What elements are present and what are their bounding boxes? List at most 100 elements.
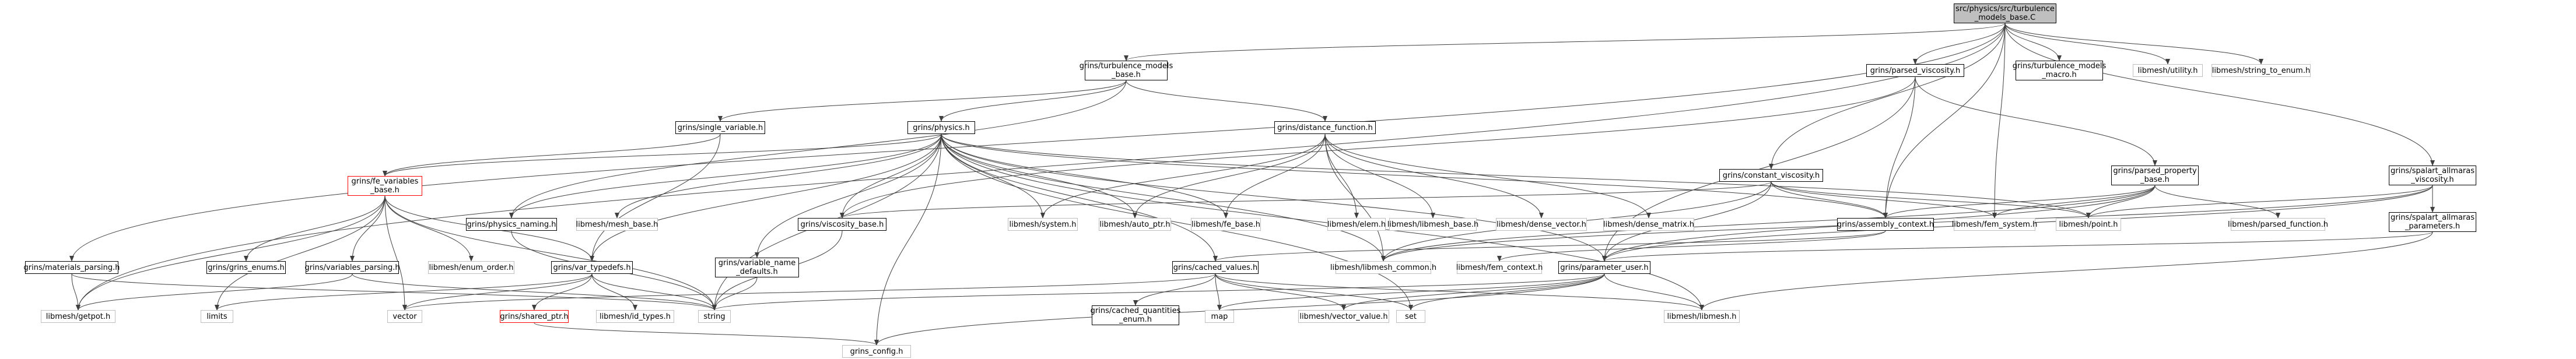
node-libmesh: libmesh/libmesh.h	[1664, 310, 1740, 323]
node-sa-params[interactable]: grins/spalart_allmaras _parameters.h	[2389, 212, 2476, 232]
edge-single-var-to-fe-vars	[383, 133, 721, 177]
edge-const-visc-to-point	[1771, 181, 2091, 219]
edge-mat-parsing-to-string	[71, 273, 717, 311]
edge-root-to-assembly	[1883, 23, 2006, 219]
node-lm-base: libmesh/libmesh_base.h	[1387, 218, 1478, 231]
node-label: grins/variables_parsing.h	[304, 263, 400, 272]
node-dense-mat: libmesh/dense_matrix.h	[1603, 218, 1694, 231]
edge-dist-fn-to-fe-base	[1224, 133, 1326, 219]
edge-physics-to-lm-common	[941, 133, 1386, 262]
edge-param-user-to-set	[1408, 273, 1605, 311]
node-label: libmesh/parsed_function.h	[2227, 220, 2329, 229]
edge-tmb-h-to-dist-fn	[1126, 80, 1327, 122]
node-parsed-visc[interactable]: grins/parsed_viscosity.h	[1866, 64, 1964, 77]
edge-root-to-getpot	[76, 23, 2006, 311]
edge-parsed-prop-to-lm-common	[1381, 185, 2156, 262]
edge-cached-vals-to-vector	[402, 273, 1216, 311]
node-single-var[interactable]: grins/single_variable.h	[675, 121, 765, 134]
edge-physics-to-phys-naming	[509, 133, 942, 219]
node-label: libmesh/getpot.h	[45, 312, 111, 321]
node-elem: libmesh/elem.h	[1327, 218, 1386, 231]
node-const-visc[interactable]: grins/constant_viscosity.h	[1719, 169, 1823, 182]
edge-tmb-h-to-physics	[939, 80, 1127, 122]
node-vars-parsing[interactable]: grins/variables_parsing.h	[304, 261, 400, 274]
edge-physics-to-var-typedefs	[590, 133, 942, 262]
node-cached-enum[interactable]: grins/cached_quantities _enum.h	[1091, 305, 1180, 325]
node-label: libmesh/dense_matrix.h	[1603, 220, 1695, 229]
node-label: vector	[392, 312, 417, 321]
edge-var-typedefs-to-limits	[215, 273, 593, 311]
node-parsed-fn: libmesh/parsed_function.h	[2227, 218, 2329, 231]
node-label: libmesh/fem_context.h	[1456, 263, 1543, 272]
node-physics[interactable]: grins/physics.h	[907, 121, 975, 134]
edge-fe-vars-to-vector	[384, 195, 407, 311]
node-fem-system: libmesh/fem_system.h	[1951, 218, 2038, 231]
node-shared-ptr[interactable]: grins/shared_ptr.h	[500, 310, 569, 323]
node-limits: limits	[201, 310, 233, 323]
edge-physics-to-fe-vars	[383, 133, 942, 177]
node-system: libmesh/system.h	[1008, 218, 1078, 231]
edge-vars-parsing-to-getpot	[76, 273, 353, 311]
edge-fe-vars-to-getpot	[76, 195, 385, 311]
node-visc-base[interactable]: grins/viscosity_base.h	[798, 218, 886, 231]
edge-var-typedefs-to-string	[591, 273, 717, 311]
edge-parsed-prop-to-point	[2086, 185, 2156, 219]
node-label: map	[1211, 312, 1228, 321]
edge-physics-to-visc-base	[840, 133, 942, 219]
node-grins-config: grins_config.h	[842, 345, 911, 358]
node-label: libmesh/fem_system.h	[1951, 220, 2038, 229]
node-mat-parsing[interactable]: grins/materials_parsing.h	[24, 261, 120, 274]
edge-physics-to-libmesh	[941, 133, 1704, 311]
node-label: libmesh/system.h	[1009, 220, 1077, 229]
node-label: grins/parsed_property _base.h	[2113, 167, 2197, 184]
edge-parsed-prop-to-parsed-fn	[2154, 185, 2280, 219]
node-phys-naming[interactable]: grins/physics_naming.h	[466, 218, 557, 231]
node-parsed-prop[interactable]: grins/parsed_property _base.h	[2111, 166, 2199, 185]
edge-param-user-to-libmesh	[1604, 273, 1704, 311]
edge-tmb-h-to-phys-naming	[509, 80, 1127, 219]
node-vector: vector	[387, 310, 422, 323]
node-label: src/physics/src/turbulence _models_base.…	[1955, 5, 2055, 22]
node-getpot: libmesh/getpot.h	[41, 310, 115, 323]
edge-const-visc-to-assembly	[1771, 181, 1888, 219]
edge-fe-vars-to-string	[384, 195, 717, 311]
node-root[interactable]: src/physics/src/turbulence _models_base.…	[1954, 3, 2056, 23]
node-param-user[interactable]: grins/parameter_user.h	[1558, 261, 1650, 274]
node-cached-vals[interactable]: grins/cached_values.h	[1172, 261, 1259, 274]
edge-mat-parsing-to-getpot	[71, 273, 80, 311]
edge-root-to-tm-macro	[2004, 23, 2062, 61]
node-label: grins/variable_name _defaults.h	[718, 259, 796, 276]
node-fe-base: libmesh/fe_base.h	[1191, 218, 1261, 231]
edge-dist-fn-to-lm-common	[1324, 133, 1386, 262]
edge-dist-fn-to-auto-ptr	[1133, 133, 1326, 219]
node-fe-vars[interactable]: grins/fe_variables _base.h	[348, 176, 422, 196]
node-tmb-h[interactable]: grins/turbulence_models _base.h	[1080, 61, 1173, 80]
edge-param-user-to-string	[712, 273, 1605, 311]
edge-physics-to-grins-config	[874, 133, 942, 346]
node-id-types: libmesh/id_types.h	[596, 310, 674, 323]
node-dense-vec: libmesh/dense_vector.h	[1496, 218, 1587, 231]
node-sa-visc[interactable]: grins/spalart_allmaras _viscosity.h	[2389, 166, 2476, 185]
node-label: grins/assembly_context.h	[1837, 220, 1934, 229]
node-var-name-def[interactable]: grins/variable_name _defaults.h	[715, 258, 799, 277]
edge-cached-vals-to-cached-enum	[1133, 273, 1216, 306]
node-var-typedefs[interactable]: grins/var_typedefs.h	[551, 261, 633, 274]
edge-root-to-utility	[2004, 23, 2170, 65]
edge-var-typedefs-to-vector	[402, 273, 593, 311]
node-label: grins/viscosity_base.h	[800, 220, 884, 229]
edge-single-var-to-var-typedefs	[590, 133, 721, 262]
edge-var-typedefs-to-shared-ptr	[532, 273, 593, 311]
edge-tmb-h-to-single-var	[718, 80, 1127, 122]
node-label: libmesh/dense_vector.h	[1496, 220, 1586, 229]
node-map: map	[1205, 310, 1234, 323]
node-grins-enums[interactable]: grins/grins_enums.h	[206, 261, 286, 274]
node-assembly[interactable]: grins/assembly_context.h	[1837, 218, 1934, 231]
edge-physics-to-set	[941, 133, 1413, 311]
edge-physics-to-mesh-base	[615, 133, 942, 219]
node-label: grins/cached_values.h	[1173, 263, 1258, 272]
node-dist-fn[interactable]: grins/distance_function.h	[1274, 121, 1376, 134]
edge-fe-vars-to-grins-enums	[244, 195, 385, 262]
edge-sa-params-to-param-user	[1602, 231, 2433, 262]
node-tm-macro[interactable]: grins/turbulence_models _macro.h	[2013, 61, 2106, 80]
